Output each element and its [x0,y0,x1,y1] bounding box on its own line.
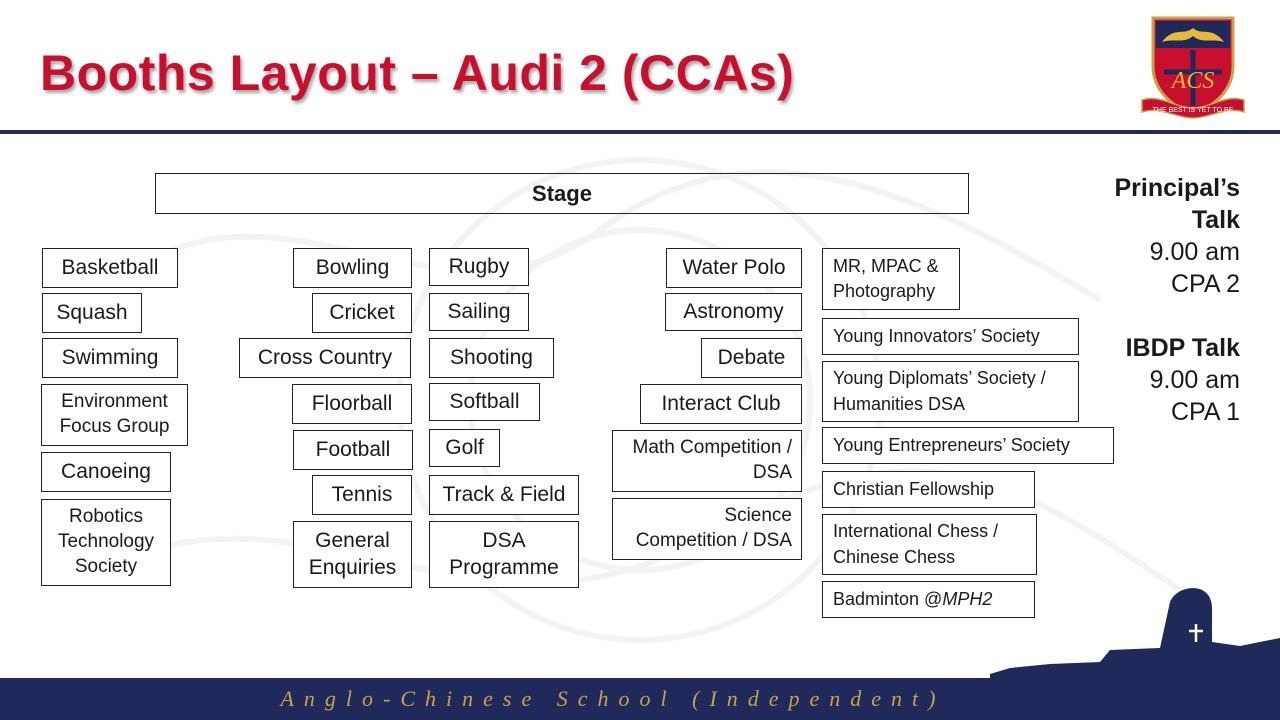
booth-label: Environment Focus Group [59,391,170,437]
booth-football: Football [293,430,413,470]
booth-swimming: Swimming [42,338,178,378]
stage-box: Stage [155,173,969,214]
booth-robotics-technology-society: Robotics Technology Society [41,499,171,586]
footer-school-name: Anglo-Chinese School (Independent) [280,686,946,711]
booth-water-polo: Water Polo [666,248,802,288]
booth-sailing: Sailing [429,293,529,331]
chapel-silhouette-icon [990,588,1280,680]
booth-general-enquiries: General Enquiries [293,521,412,588]
booth-science-competition-dsa: Science Competition / DSA [612,498,802,560]
booth-label: International Chess / Chinese Chess [833,521,999,567]
booth-interact-club: Interact Club [640,384,802,424]
ibdp-talk-time: 9.00 am [1149,366,1240,394]
booth-label: Math Competition / DSA [632,437,792,483]
booth-floorball: Floorball [292,384,412,424]
booth-track-and-field: Track & Field [429,475,579,515]
booth-label: DSA Programme [449,529,559,579]
booth-label: MR, MPAC & Photography [833,255,939,301]
page-title: Booths Layout – Audi 2 (CCAs) [40,45,795,101]
booth-label: Young Diplomats’ Society / Humanities DS… [833,368,1046,414]
booth-bowling: Bowling [293,248,412,288]
booth-rugby: Rugby [429,248,529,286]
principal-talk-venue: CPA 2 [1170,270,1240,298]
booth-young-diplomats-society: Young Diplomats’ Society / Humanities DS… [822,361,1079,422]
booth-young-innovators-society: Young Innovators’ Society [822,318,1079,355]
ibdp-talk-venue: CPA 1 [1170,398,1240,426]
crest-initials: ACS [1170,68,1215,94]
booth-mr-mpac-photography: MR, MPAC & Photography [822,248,960,310]
booth-canoeing: Canoeing [41,452,171,492]
booth-tennis: Tennis [312,475,412,515]
booth-environment-focus-group: Environment Focus Group [41,384,188,446]
booth-label: Robotics Technology Society [57,506,155,577]
footer-bar [0,678,1280,720]
crest-motto: THE BEST IS YET TO BE [1153,107,1234,114]
booth-golf: Golf [429,429,500,467]
booth-softball: Softball [429,383,540,421]
principal-talk-title: Principal’s Talk [1114,174,1240,234]
booth-debate: Debate [701,338,802,378]
header-divider [0,130,1280,134]
booth-astronomy: Astronomy [665,293,802,331]
talks-panel: Principal’s Talk 9.00 am CPA 2 IBDP Talk… [1080,172,1240,428]
booth-label: General Enquiries [308,529,397,579]
booth-young-entrepreneurs-society: Young Entrepreneurs’ Society [822,427,1114,464]
booth-christian-fellowship: Christian Fellowship [822,471,1035,508]
booth-basketball: Basketball [42,248,178,288]
booth-math-competition-dsa: Math Competition / DSA [612,430,802,492]
booth-dsa-programme: DSA Programme [429,521,579,588]
booth-shooting: Shooting [429,338,554,378]
booth-squash: Squash [42,293,142,333]
ibdp-talk-title: IBDP Talk [1125,334,1240,362]
booth-label: Science Competition / DSA [635,505,792,551]
principal-talk-time: 9.00 am [1149,238,1240,266]
booth-badminton: Badminton @ MPH2 [822,581,1035,618]
booth-cricket: Cricket [312,293,412,333]
school-crest-icon: ACS THE BEST IS YET TO BE [1141,16,1245,119]
booth-chess: International Chess / Chinese Chess [822,514,1037,575]
booth-cross-country: Cross Country [239,338,411,378]
